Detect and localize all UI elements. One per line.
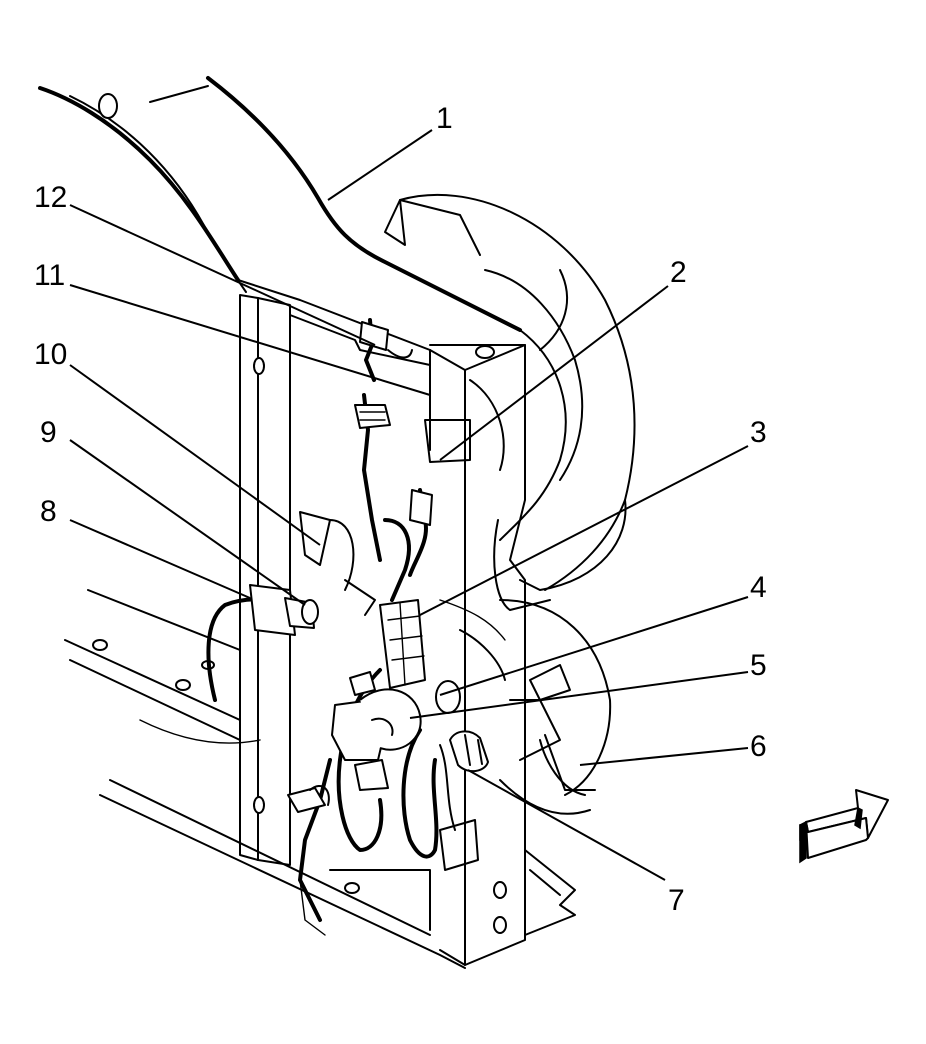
callout-2: 2 — [670, 256, 687, 289]
callout-6: 6 — [750, 730, 767, 763]
leader-9 — [69, 439, 306, 606]
leader-7 — [467, 769, 666, 881]
bulb-socket-left — [249, 511, 376, 636]
callout-5: 5 — [750, 649, 767, 682]
leader-8 — [69, 519, 251, 599]
callout-10: 10 — [34, 338, 67, 371]
callout-7: 7 — [668, 884, 685, 917]
main-connector-3 — [379, 599, 426, 689]
forward-arrow-icon — [799, 789, 889, 864]
callout-numbers: 1 2 3 4 5 6 7 8 9 10 11 12 — [34, 102, 767, 917]
leader-4 — [439, 596, 749, 696]
callout-3: 3 — [750, 416, 767, 449]
callout-1: 1 — [436, 102, 453, 135]
upper-connector — [354, 404, 391, 429]
leader-lines — [69, 129, 749, 881]
callout-4: 4 — [750, 571, 767, 604]
leader-5 — [409, 671, 749, 719]
leader-10 — [69, 364, 321, 546]
callout-11: 11 — [34, 259, 65, 292]
leader-1 — [327, 129, 433, 201]
callout-8: 8 — [40, 495, 57, 528]
callout-12: 12 — [34, 181, 67, 214]
lamp-socket-cluster — [331, 671, 461, 791]
callout-9: 9 — [40, 416, 57, 449]
side-connector — [409, 419, 471, 526]
frame-rail — [38, 76, 522, 351]
lower-tie-bar — [64, 589, 576, 969]
leader-11 — [69, 284, 431, 396]
leader-12 — [69, 204, 376, 346]
radiator-support-post — [239, 294, 526, 966]
leader-6 — [579, 747, 749, 766]
leader-3 — [419, 445, 749, 616]
harness-clip-lower — [287, 785, 330, 813]
side-marker-bulb — [449, 730, 489, 773]
leader-2 — [439, 285, 669, 461]
retaining-clip-upper — [359, 321, 413, 359]
